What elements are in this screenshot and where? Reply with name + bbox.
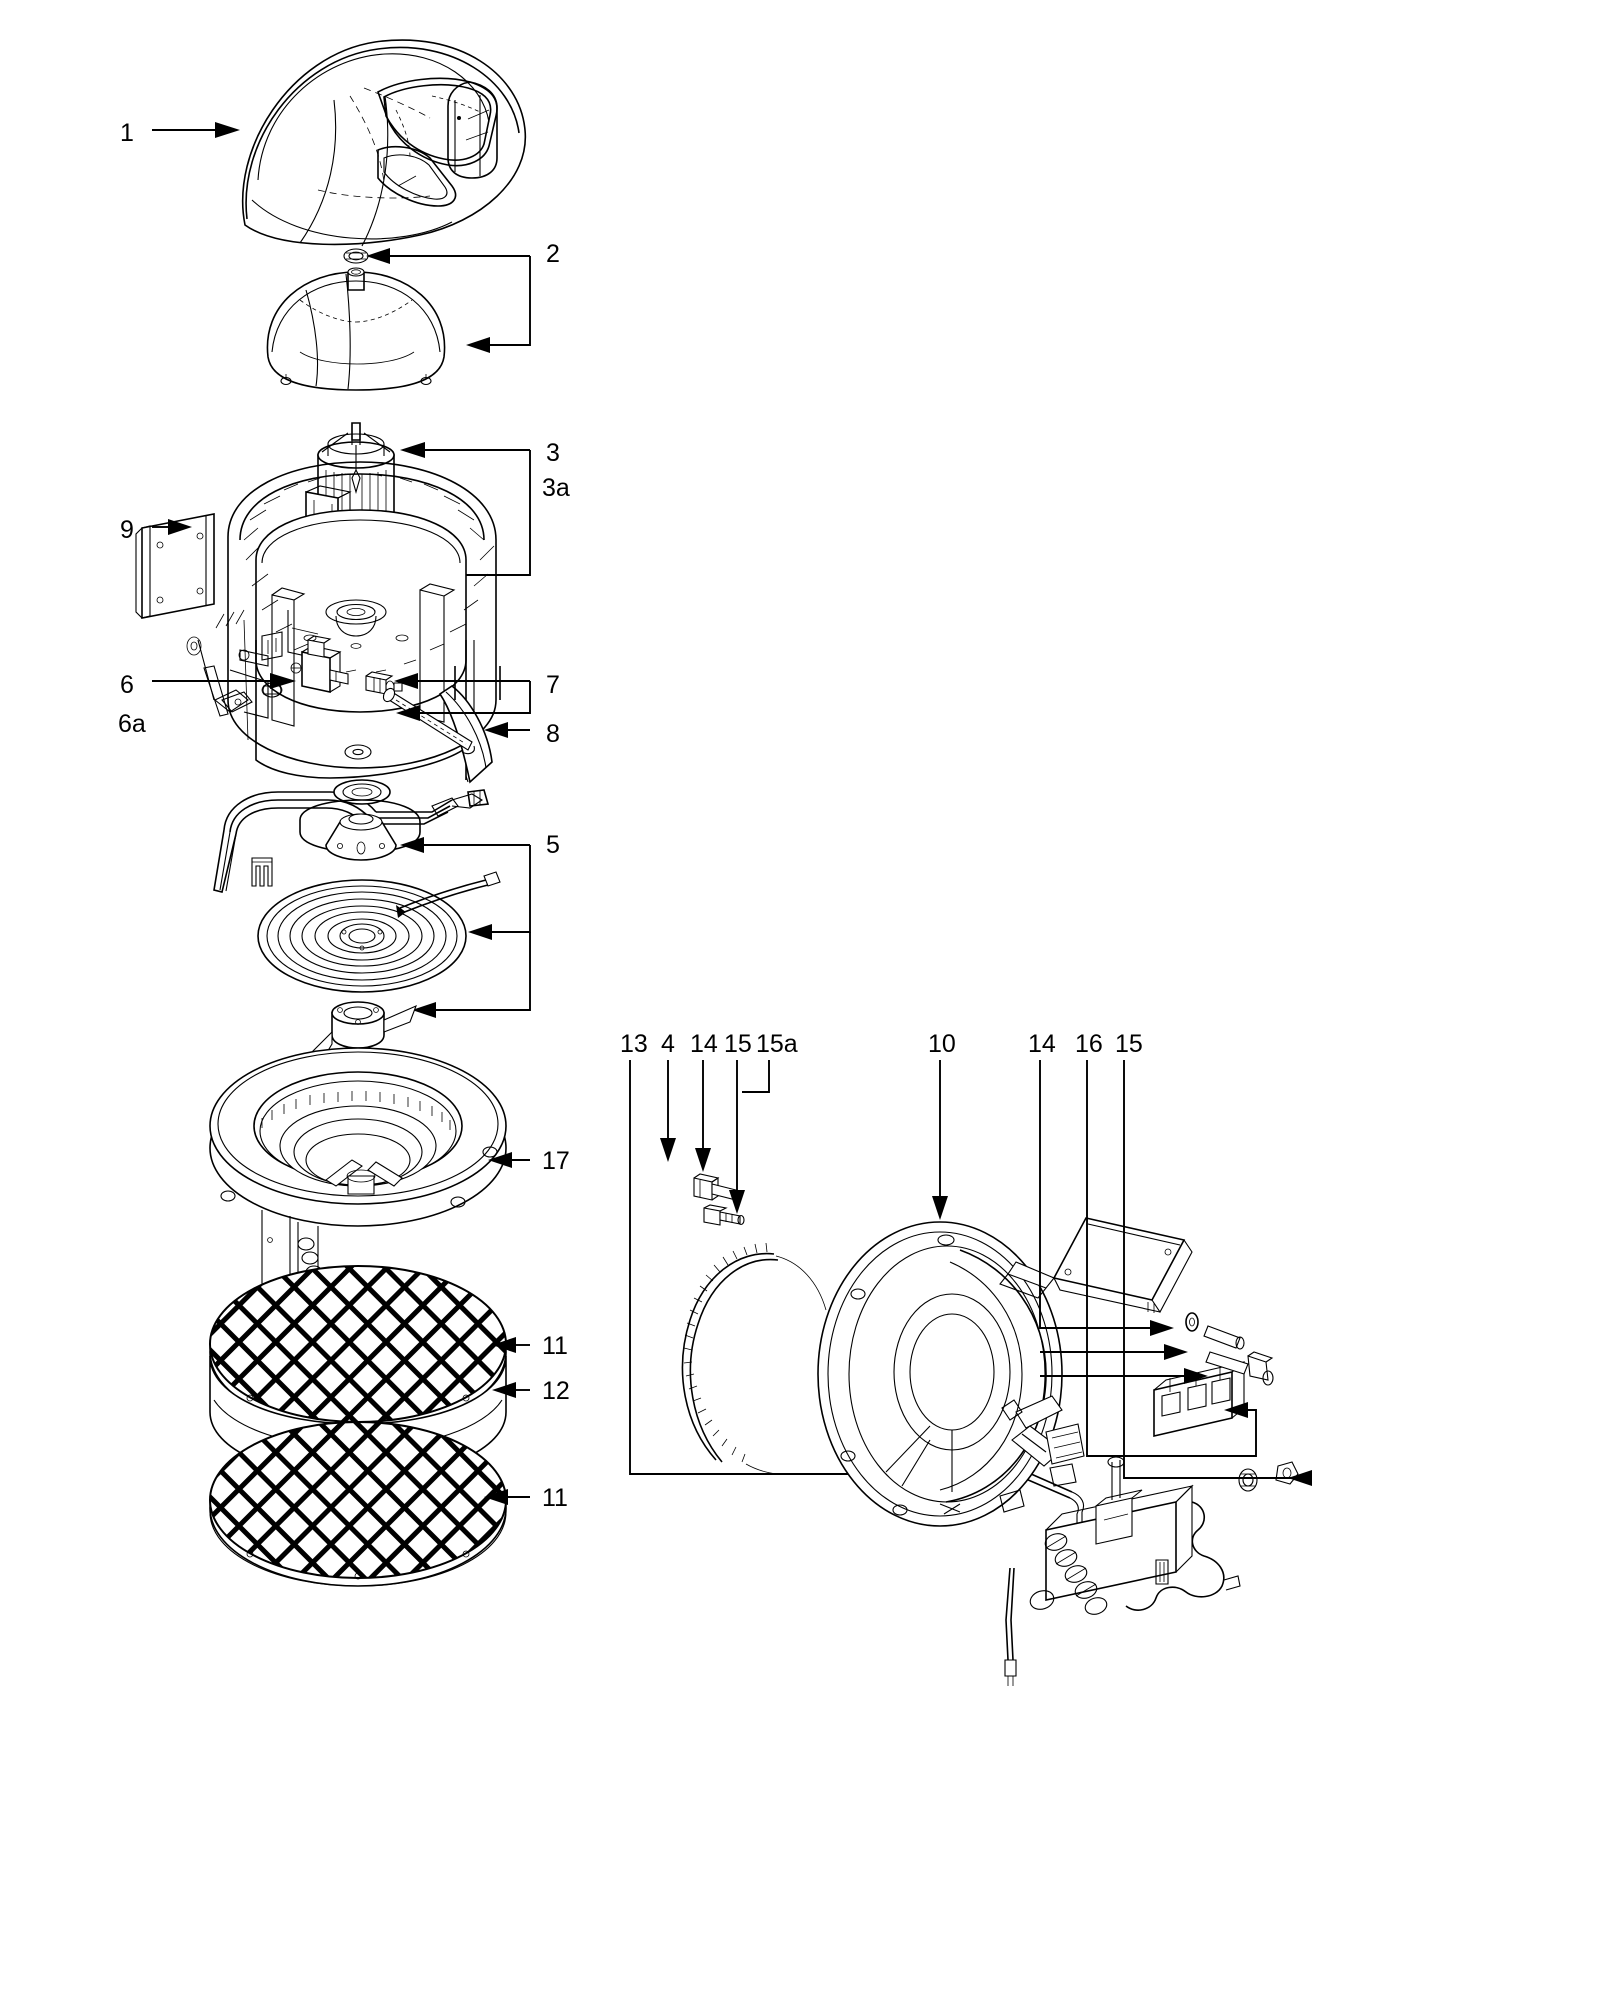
part-screw-fastener-15	[703, 1204, 745, 1226]
part-inner-dome-2	[266, 267, 446, 391]
callout-label-9: 9	[120, 516, 134, 544]
part-fastener-trio	[1185, 1312, 1274, 1386]
callout-label-1: 1	[120, 119, 134, 147]
leader-callout-15-left	[729, 1060, 745, 1214]
part-mounting-bracket-9	[135, 513, 215, 619]
part-fittings-6a	[203, 649, 282, 717]
callout-label-15-left: 15	[724, 1030, 752, 1058]
part-tube-7	[382, 687, 475, 755]
leader-callout-7	[394, 666, 531, 721]
part-heating-coil-5	[257, 871, 501, 993]
part-element-bracket-5	[213, 779, 490, 893]
callout-label-12: 12	[542, 1377, 570, 1405]
callout-label-3: 3	[546, 439, 560, 467]
leader-callout-14-left	[695, 1060, 711, 1172]
part-upper-mesh-grate-11	[209, 1265, 507, 1431]
leader-callout-5	[400, 837, 531, 1018]
leader-callout-11-lower	[484, 1489, 530, 1505]
leader-callout-1	[152, 122, 240, 138]
callout-label-10: 10	[928, 1030, 956, 1058]
callout-label-11-upper: 11	[542, 1332, 568, 1360]
leader-callout-8	[484, 722, 530, 738]
leader-callout-12	[492, 1382, 530, 1398]
leader-callout-17	[488, 1152, 530, 1168]
callout-label-14-right: 14	[1028, 1030, 1056, 1058]
leader-callout-15-right	[1123, 1060, 1312, 1486]
part-junction-box	[1004, 1456, 1241, 1686]
part-nut-washer-15-right	[1238, 1461, 1299, 1492]
callout-label-2: 2	[546, 240, 560, 268]
part-bushing-fitting-14	[693, 1173, 740, 1201]
callout-label-8: 8	[546, 720, 560, 748]
callout-label-3a: 3a	[542, 474, 570, 502]
callout-label-6a: 6a	[118, 710, 146, 738]
callout-label-6: 6	[120, 671, 134, 699]
callout-label-14-left: 14	[690, 1030, 718, 1058]
part-fan-hub	[310, 1001, 417, 1084]
callout-label-15-right: 15	[1115, 1030, 1143, 1058]
leader-callout-15a	[742, 1060, 770, 1093]
part-fan-housing-ring-17	[209, 1047, 507, 1342]
callout-label-13: 13	[620, 1030, 648, 1058]
leader-callout-10	[932, 1060, 948, 1220]
part-nut-2	[343, 248, 369, 264]
callout-label-16: 16	[1075, 1030, 1103, 1058]
leader-callout-11-upper	[492, 1337, 530, 1353]
part-deflector-vane-8	[438, 685, 493, 784]
part-solenoid-valve-6	[290, 635, 349, 693]
part-dome-cover-top	[241, 39, 527, 247]
part-gasket-seal-ring-4	[681, 1242, 827, 1475]
callout-label-7: 7	[546, 671, 560, 699]
part-washer	[344, 744, 372, 760]
leader-callout-6	[152, 673, 296, 689]
callout-label-5: 5	[546, 831, 560, 859]
part-drum-wheel-body	[817, 1221, 1085, 1527]
leader-callout-9	[152, 519, 192, 535]
leader-callout-16	[1086, 1060, 1257, 1457]
callout-label-11-lower: 11	[542, 1484, 568, 1512]
leader-callout-14-right	[1039, 1060, 1208, 1384]
leader-callout-4	[660, 1060, 676, 1162]
callout-label-15a: 15a	[756, 1030, 798, 1058]
part-lower-mesh-grate-11	[209, 1421, 507, 1587]
callout-label-17: 17	[542, 1147, 570, 1175]
callout-label-4: 4	[661, 1030, 675, 1058]
leader-callout-2	[366, 248, 531, 353]
